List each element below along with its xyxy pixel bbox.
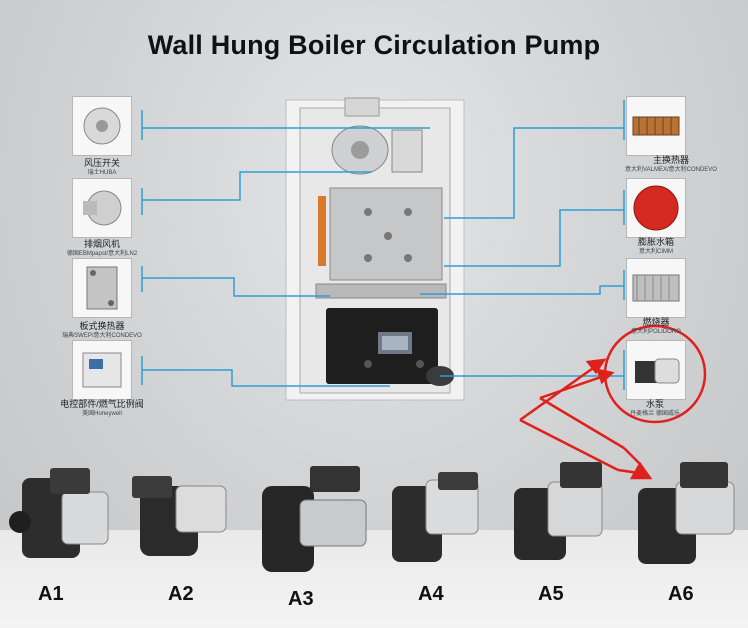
burner-photo (626, 258, 686, 318)
pump-label-a4: A4 (418, 583, 444, 605)
pump-a1 (9, 468, 109, 558)
water-pump-photo (626, 340, 686, 400)
boiler-unit (285, 97, 465, 401)
pump-a2 (132, 476, 227, 556)
pump-a6 (638, 462, 735, 564)
pump-label-a5: A5 (538, 583, 564, 605)
left-caption-3: 板式换热器 瑞典SWEP/意大利CONDEVO (62, 321, 142, 339)
pump-a4 (392, 472, 479, 562)
pump-label-a2: A2 (168, 583, 194, 605)
expansion-tank-photo (626, 178, 686, 238)
left-caption-4: 电控部件/燃气比例阀 美国Honeywell (60, 399, 144, 417)
pump-row (9, 462, 735, 572)
pump-a3 (262, 466, 367, 572)
left-caption-1: 风压开关 瑞士HUBA (83, 158, 120, 176)
control-board-photo (72, 340, 132, 400)
plate-exchanger-photo (72, 258, 132, 318)
right-caption-1: 主换热器 意大利VALMEX/意大利CONDEVO (625, 155, 717, 173)
right-caption-4: 水泵 丹麦格兰 德国威乐 (630, 399, 680, 417)
page-title: Wall Hung Boiler Circulation Pump (147, 30, 601, 60)
pump-highlight (519, 324, 707, 480)
right-caption-2: 膨胀水箱 意大利CIMM (637, 237, 674, 255)
pump-label-a1: A1 (38, 583, 64, 605)
right-caption-3: 燃烧器 意大利POLIDORO (631, 317, 681, 335)
pump-label-a6: A6 (668, 583, 694, 605)
connector-lines (141, 100, 625, 390)
floor (0, 530, 748, 628)
main-heat-exchanger-photo (626, 96, 686, 156)
pump-a5 (514, 462, 603, 560)
pump-label-a3: A3 (288, 588, 314, 610)
exhaust-fan-photo (72, 178, 132, 238)
left-caption-2: 排烟风机 德国EBMpapst/意大利LN2 (66, 239, 138, 257)
pressure-switch-photo (72, 96, 132, 156)
